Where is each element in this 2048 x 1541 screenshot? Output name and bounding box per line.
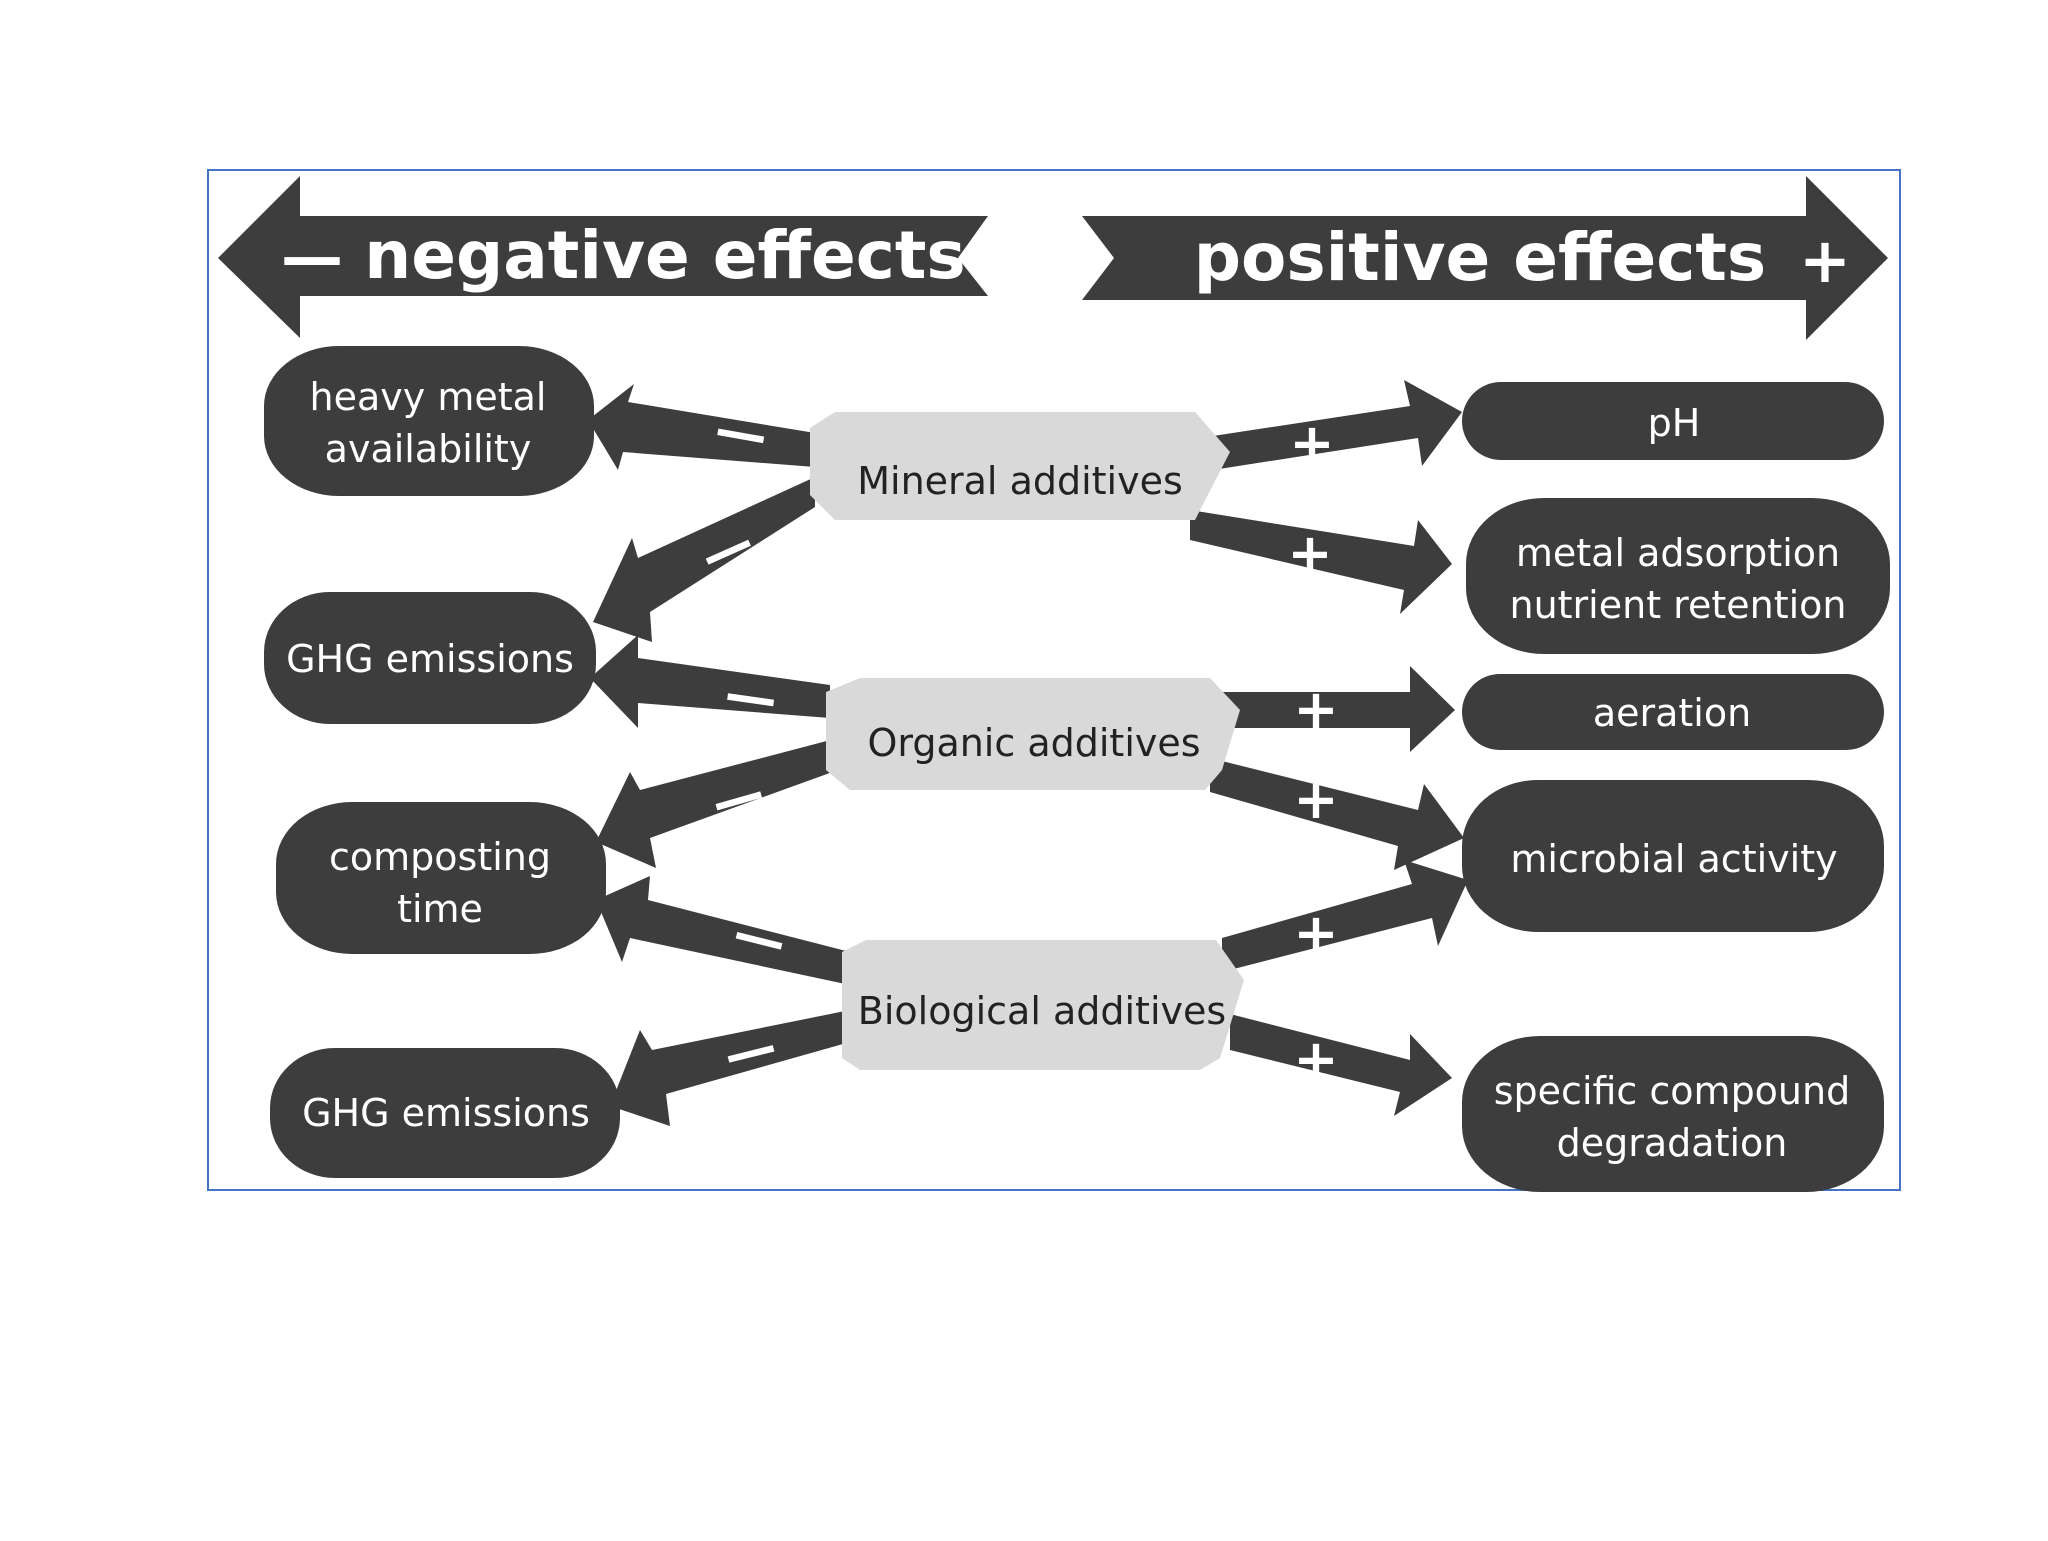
heavy-metal-availability-shape: [264, 346, 594, 496]
plus-sign: +: [1287, 522, 1332, 585]
aeration-label: aeration: [1593, 691, 1751, 735]
specific-compound-label-line1: specific compound: [1494, 1069, 1850, 1113]
positive-effects-arrow: [1082, 176, 1888, 340]
aeration-shape: [1462, 674, 1884, 750]
specific-compound-shape: [1462, 1036, 1884, 1192]
positive-sign: +: [1799, 224, 1851, 297]
ghg-emissions-pill-2: GHG emissions: [270, 1048, 620, 1178]
metal-adsorption-shape: [1466, 498, 1890, 654]
positive-effects-label: positive effects: [1194, 219, 1766, 296]
arrow-signs: — — — — — — + + + + + +: [691, 399, 1338, 1091]
negative-sign: —: [281, 220, 343, 293]
arrow-biological-to-microbial: [1222, 860, 1468, 972]
mineral-additives-shape: [810, 412, 1230, 520]
plus-sign: +: [1289, 412, 1334, 475]
arrow-organic-to-aeration: [1218, 666, 1455, 752]
arrow-biological-to-specific-compound: [1230, 1014, 1452, 1116]
composting-time-pill: composting time: [276, 802, 606, 954]
arrow-mineral-to-ph: [1200, 380, 1462, 472]
organic-additives-label: Organic additives: [867, 721, 1200, 765]
composting-time-label-line1: composting: [329, 835, 551, 879]
negative-effects-banner: — negative effects: [218, 176, 988, 338]
arrow-organic-to-composting: [596, 738, 838, 868]
ghg-emissions-label-1: GHG emissions: [286, 637, 574, 681]
arrow-organic-to-ghg-1: [590, 635, 830, 728]
arrow-mineral-to-ghg-1: [593, 477, 815, 642]
mineral-additives-node: Mineral additives: [810, 412, 1230, 520]
ghg-emissions-pill-1: GHG emissions: [264, 592, 596, 724]
ghg-emissions-shape-1: [264, 592, 596, 724]
arrow-mineral-to-heavy-metal: [588, 384, 815, 470]
plus-sign: +: [1293, 678, 1338, 741]
metal-adsorption-label-line1: metal adsorption: [1516, 531, 1840, 575]
heavy-metal-availability-pill: heavy metal availability: [264, 346, 594, 496]
arrow-biological-to-composting: [596, 876, 850, 985]
specific-compound-pill: specific compound degradation: [1462, 1036, 1884, 1192]
metal-adsorption-pill: metal adsorption nutrient retention: [1466, 498, 1890, 654]
composting-time-label-line2: time: [397, 887, 483, 931]
plus-sign: +: [1293, 902, 1338, 965]
arrow-biological-to-ghg-2: [610, 1010, 850, 1126]
ph-pill: pH: [1462, 382, 1884, 460]
minus-sign: —: [710, 399, 772, 467]
organic-additives-node: Organic additives: [826, 678, 1240, 790]
negative-effects-arrow: [218, 176, 988, 338]
connector-arrows: [588, 380, 1468, 1126]
heavy-metal-availability-label-line2: availability: [325, 427, 532, 471]
composting-time-shape: [276, 802, 606, 954]
minus-sign: —: [721, 664, 781, 731]
microbial-activity-label: microbial activity: [1510, 837, 1837, 881]
ph-label: pH: [1648, 401, 1701, 445]
positive-effects-banner: positive effects +: [1082, 176, 1888, 340]
organic-additives-shape: [826, 678, 1240, 790]
mineral-additives-label: Mineral additives: [857, 459, 1183, 503]
microbial-activity-shape: [1462, 780, 1884, 932]
biological-additives-shape: [842, 940, 1244, 1070]
heavy-metal-availability-label-line1: heavy metal: [310, 375, 547, 419]
ghg-emissions-shape-2: [270, 1048, 620, 1178]
biological-additives-label: Biological additives: [858, 989, 1226, 1033]
arrow-organic-to-microbial: [1210, 758, 1464, 870]
plus-sign: +: [1293, 1028, 1338, 1091]
microbial-activity-pill: microbial activity: [1462, 780, 1884, 932]
plus-sign: +: [1293, 768, 1338, 831]
metal-adsorption-label-line2: nutrient retention: [1509, 583, 1846, 627]
biological-additives-node: Biological additives: [842, 940, 1244, 1070]
ph-shape: [1462, 382, 1884, 460]
arrow-mineral-to-metal-adsorption: [1190, 510, 1452, 614]
negative-effects-label: negative effects: [364, 217, 965, 294]
aeration-pill: aeration: [1462, 674, 1884, 750]
ghg-emissions-label-2: GHG emissions: [302, 1091, 590, 1135]
specific-compound-label-line2: degradation: [1557, 1121, 1788, 1165]
